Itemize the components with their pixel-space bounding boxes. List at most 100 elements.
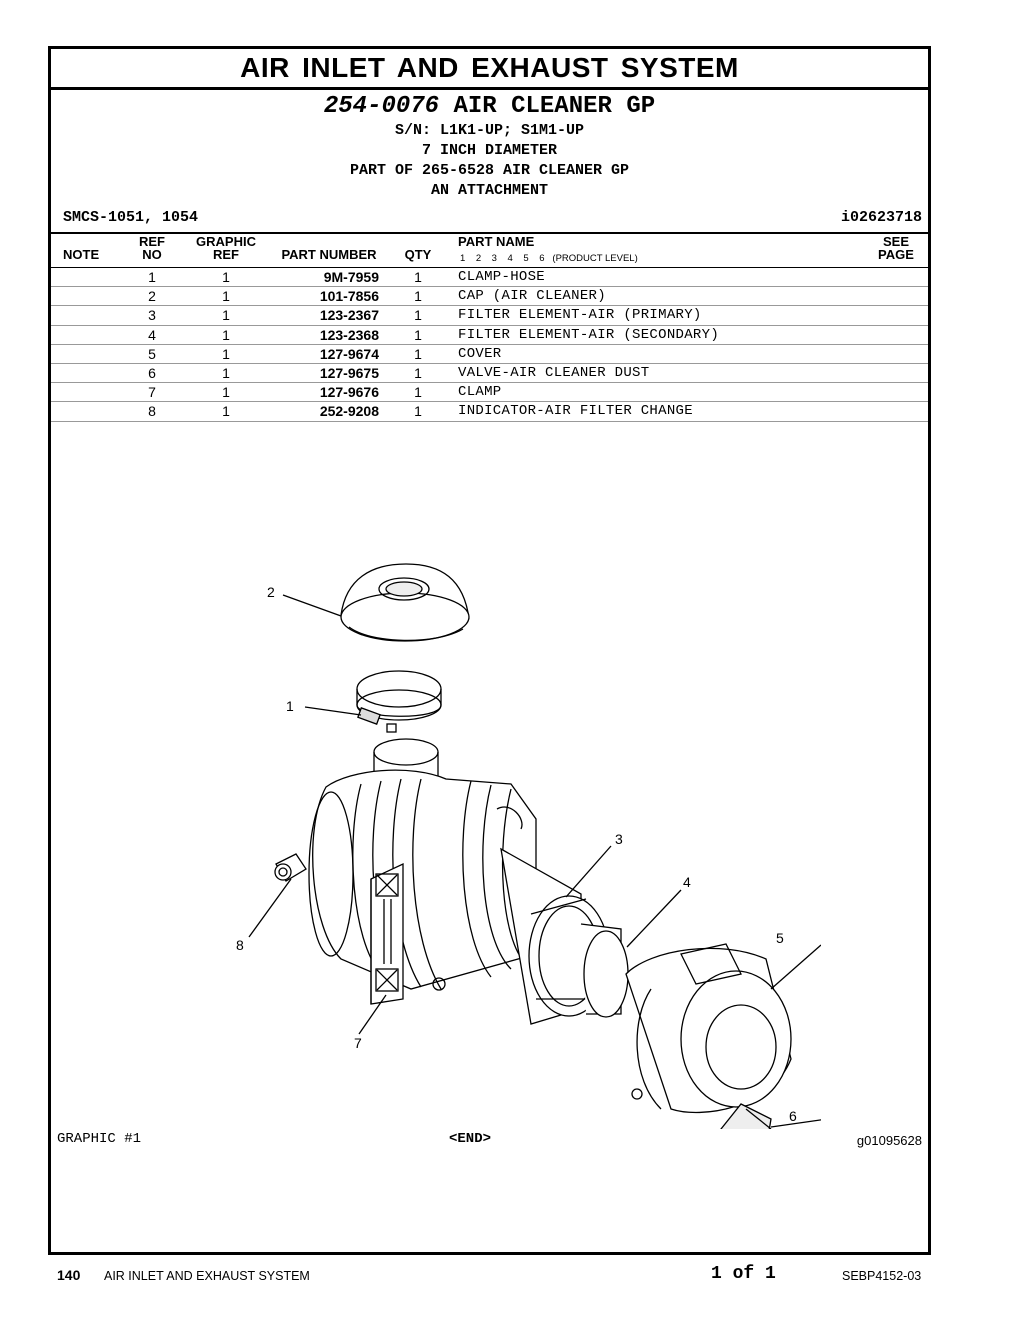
part-number-cell: 127-9675 [319,364,379,381]
ref-no-cell: 8 [148,403,156,420]
qty-cell: 1 [414,307,422,324]
qty-cell: 1 [414,326,422,343]
group-number: 254-0076 [323,93,440,120]
header-product-levels: 1 2 3 4 5 6 (PRODUCT LEVEL) [460,253,638,264]
header-see-top: SEE [882,234,909,249]
qty-cell: 1 [414,403,422,420]
table-row: 6 1 127-9675 1 VALVE-AIR CLEANER DUST [51,364,928,384]
table-row: 2 1 101-7856 1 CAP (AIR CLEANER) [51,287,928,307]
group-name: AIR CLEANER GP [453,93,656,120]
part-number-cell: 9M-7959 [323,269,379,285]
table-row: 7 1 127-9676 1 CLAMP [51,383,928,403]
footer-page-number: 140 [57,1267,81,1283]
exploded-view-graphic: 2 1 3 4 5 6 7 8 [181,519,828,1160]
graphic-label: GRAPHIC #1 [57,1131,142,1147]
ref-no-cell: 4 [148,326,156,343]
callout-3: 3 [615,831,623,847]
smcs-code: SMCS-1051, 1054 [63,209,199,226]
cover-drawing [625,943,792,1114]
header-ref-top: REF [139,234,165,249]
table-row: 3 1 123-2367 1 FILTER ELEMENT-AIR (PRIMARY) [51,306,928,326]
part-name-cell: VALVE-AIR CLEANER DUST [458,364,650,381]
header-part-name: PART NAME [458,234,535,249]
parts-page-frame: AIR INLET AND EXHAUST SYSTEM 254-0076 AI… [48,46,931,1255]
graphic-ref-cell: 1 [222,403,230,420]
ref-no-cell: 1 [148,269,156,285]
part-name-cell: INDICATOR-AIR FILTER CHANGE [458,403,693,420]
part-name-cell: FILTER ELEMENT-AIR (SECONDARY) [458,326,720,343]
serial-number-line: S/N: L1K1-UP; S1M1-UP [394,122,585,139]
page-title: AIR INLET AND EXHAUST SYSTEM [240,52,739,83]
leader-lines [248,594,828,1128]
part-number-cell: 252-9208 [319,403,379,420]
indicator-drawing [274,853,307,882]
ref-no-cell: 2 [148,288,156,305]
qty-cell: 1 [414,269,422,285]
housing-drawing [308,769,537,991]
table-row: 1 1 9M-7959 1 CLAMP-HOSE [51,268,928,288]
graphic-ref-cell: 1 [222,345,230,362]
inlet-pipe-drawing [373,738,439,796]
header-gref-top: GRAPHIC [196,234,256,249]
callout-6: 6 [789,1108,797,1124]
qty-cell: 1 [414,384,422,401]
part-number-cell: 101-7856 [319,288,379,305]
qty-cell: 1 [414,364,422,381]
graphic-ref-cell: 1 [222,307,230,324]
part-name-cell: CLAMP-HOSE [458,269,546,285]
table-row: 8 1 252-9208 1 INDICATOR-AIR FILTER CHANGE [51,402,928,422]
ref-no-cell: 6 [148,364,156,381]
part-name-cell: CAP (AIR CLEANER) [458,288,606,305]
graphic-ref-cell: 1 [222,326,230,343]
callout-7: 7 [354,1035,362,1051]
part-number-cell: 127-9674 [319,345,379,362]
hose-clamp-drawing [356,670,442,733]
header-note: NOTE [63,247,100,262]
end-marker: <END> [449,1131,492,1147]
illustration-id: i02623718 [840,209,922,226]
footer-doc-number: SEBP4152-03 [842,1269,922,1283]
table-row: 5 1 127-9674 1 COVER [51,345,928,364]
table-row: 4 1 123-2368 1 FILTER ELEMENT-AIR (SECONDARY… [51,326,928,345]
air-cleaner-illustration [248,563,828,1160]
group-header: 254-0076 AIR CLEANER GP S/N: L1K1-UP; S1… [51,93,928,201]
callout-8: 8 [236,937,244,953]
title-bar: AIR INLET AND EXHAUST SYSTEM [51,49,928,90]
part-number-cell: 123-2367 [319,307,379,324]
part-name-cell: COVER [458,345,502,362]
ref-no-cell: 7 [148,384,156,401]
bracket-drawing [370,862,404,1005]
graphic-ref-cell: 1 [222,288,230,305]
diameter-line: 7 INCH DIAMETER [421,142,558,159]
attachment-line: AN ATTACHMENT [430,182,549,199]
header-ref-bottom: NO [142,247,162,262]
qty-cell: 1 [414,345,422,362]
graphic-ref-cell: 1 [222,384,230,401]
callout-1: 1 [286,698,294,714]
part-name-cell: FILTER ELEMENT-AIR (PRIMARY) [458,307,702,324]
parts-table: NOTE REF NO GRAPHIC REF PART NUMBER QTY … [51,232,928,422]
cap-drawing [340,563,470,642]
callout-2: 2 [267,584,275,600]
part-number-cell: 127-9676 [319,384,379,401]
footer-section: AIR INLET AND EXHAUST SYSTEM [104,1269,310,1283]
graphic-id: g01095628 [856,1133,922,1148]
callout-4: 4 [683,874,691,890]
header-part-number: PART NUMBER [281,247,377,262]
table-header: NOTE REF NO GRAPHIC REF PART NUMBER QTY … [51,232,928,268]
header-gref-bottom: REF [213,247,239,262]
qty-cell: 1 [414,288,422,305]
graphic-ref-cell: 1 [222,364,230,381]
graphic-ref-cell: 1 [222,269,230,285]
part-number-cell: 123-2368 [319,326,379,343]
callout-5: 5 [776,930,784,946]
part-name-cell: CLAMP [458,384,502,401]
group-title: 254-0076 AIR CLEANER GP [51,93,928,121]
part-of-line: PART OF 265-6528 AIR CLEANER GP [349,162,630,179]
header-qty: QTY [404,247,432,262]
ref-no-cell: 5 [148,345,156,362]
secondary-filter-drawing [580,923,629,1018]
ref-no-cell: 3 [148,307,156,324]
footer-page-of: 1 of 1 [711,1264,776,1284]
